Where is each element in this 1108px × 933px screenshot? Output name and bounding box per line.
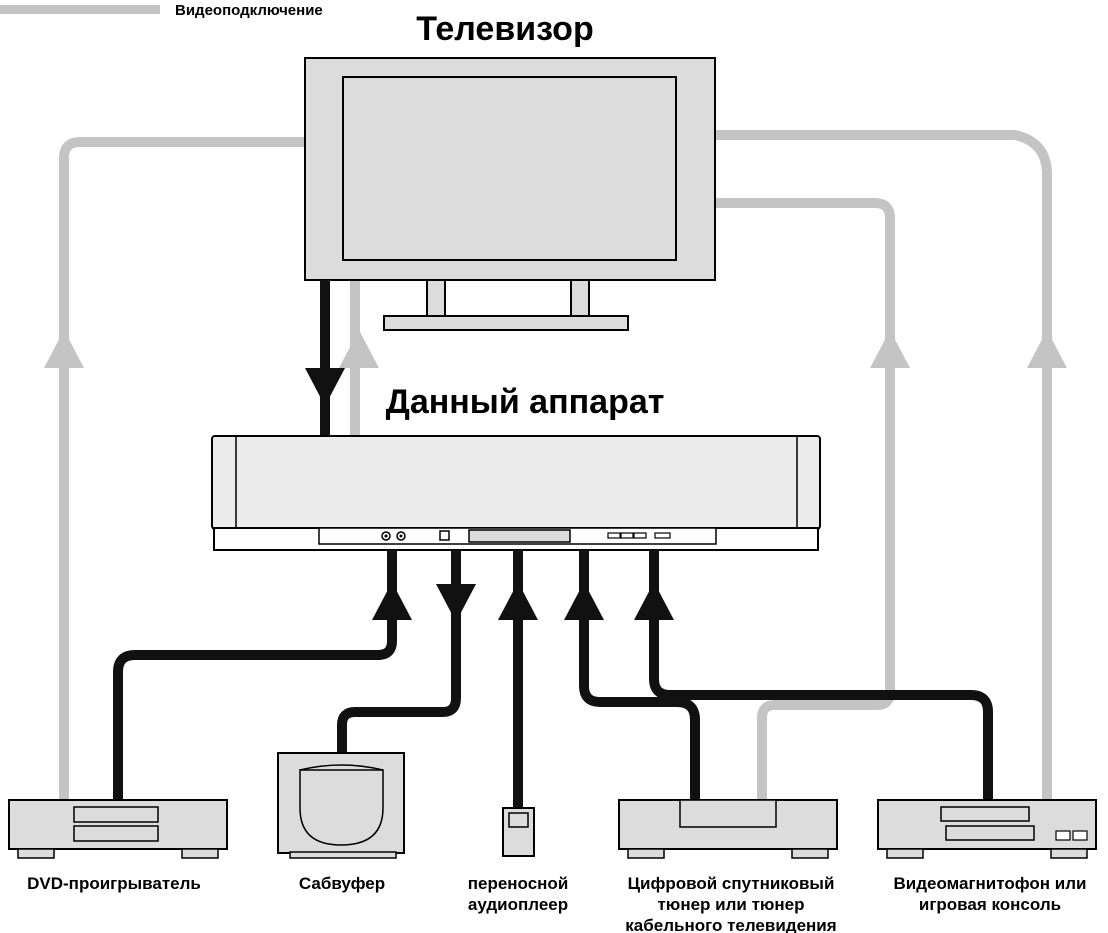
- tv-title: Телевизор: [416, 10, 593, 48]
- audio-arrow-tuner: [564, 582, 604, 620]
- unit-power-button: [439, 530, 450, 541]
- audio-cable-subwoofer: [337, 550, 461, 752]
- unit-title: Данный аппарат: [386, 383, 665, 421]
- vcr-label-line-1: Видеомагнитофон или: [894, 874, 1087, 893]
- unit-display: [468, 529, 571, 543]
- unit-button-4: [654, 532, 671, 539]
- subwoofer: [277, 752, 405, 859]
- video-arrows: [44, 330, 1067, 368]
- audio-cable-tuner: [579, 550, 700, 800]
- tuner-label-line-2: тюнер или тюнер: [657, 895, 804, 914]
- audio-cable-vcr: [649, 550, 993, 805]
- video-arrow-unit: [339, 330, 379, 368]
- audio-arrow-player: [498, 582, 538, 620]
- audio-cable-dvd: [113, 550, 397, 808]
- video-cables: [59, 130, 1052, 805]
- video-arrow-tuner: [870, 330, 910, 368]
- unit-button-3: [633, 532, 647, 539]
- tv-base: [383, 315, 629, 331]
- dvd-player: [8, 799, 228, 859]
- unit-button-2: [620, 532, 634, 539]
- tuner-label-line-1: Цифровой спутниковый: [628, 874, 835, 893]
- tv-leg-right: [570, 279, 590, 318]
- tv: [304, 57, 716, 331]
- video-arrow-vcr: [1027, 330, 1067, 368]
- audio-player: [502, 807, 535, 857]
- subwoofer-label: Сабвуфер: [299, 874, 385, 893]
- vcr: [877, 799, 1097, 859]
- video-arrow-dvd: [44, 330, 84, 368]
- video-cable-tuner: [715, 198, 895, 805]
- unit: [211, 435, 821, 551]
- vcr-label-line-2: игровая консоль: [919, 895, 1061, 914]
- audio-arrow-dvd: [372, 582, 412, 620]
- tv-screen: [342, 76, 677, 261]
- unit-body: [211, 435, 821, 530]
- video-cable-dvd: [59, 137, 305, 805]
- audio-arrows: [372, 582, 674, 622]
- tv-leg-left: [426, 279, 446, 318]
- dvd-label: DVD-проигрыватель: [27, 874, 201, 893]
- legend-label: Видеоподключение: [175, 2, 323, 19]
- tuner-label-line-3: кабельного телевидения: [625, 916, 836, 933]
- legend-swatch: [0, 5, 160, 14]
- unit-button-1: [607, 532, 621, 539]
- audio-player-label-line-2: аудиоплеер: [468, 895, 568, 914]
- audio-cables: [113, 550, 993, 810]
- tuner: [618, 799, 838, 859]
- audio-arrow-vcr: [634, 582, 674, 620]
- video-cable-vcr: [715, 130, 1052, 805]
- audio-player-label-line-1: переносной: [468, 874, 569, 893]
- audio-arrow-subwoofer: [436, 584, 476, 622]
- audio-arrow-tv: [305, 368, 345, 406]
